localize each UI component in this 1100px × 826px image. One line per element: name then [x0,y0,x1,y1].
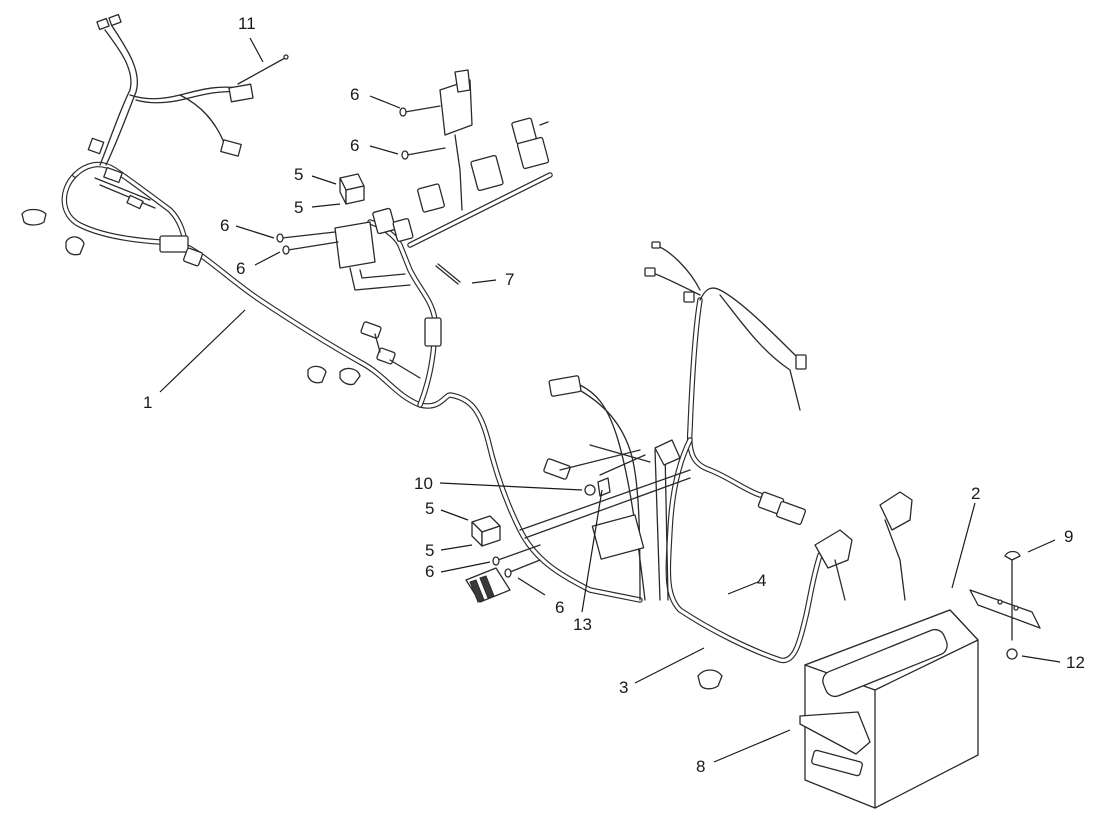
callout-6: 6 [236,259,246,278]
callout-5: 5 [425,541,435,560]
callout-6: 6 [350,85,360,104]
callout-8: 8 [696,757,706,776]
callout-9: 9 [1064,527,1074,546]
callout-5: 5 [294,198,304,217]
pin-part-11 [237,54,289,85]
relays-upper [339,173,365,205]
callout-13: 13 [573,615,592,634]
upper-left-wires [87,13,254,210]
callout-1: 1 [143,393,153,412]
hold-down-bracket [969,550,1041,660]
callout-5: 5 [425,499,435,518]
callout-7: 7 [505,270,515,289]
main-wire-harness [61,161,643,603]
relays-lower [465,515,541,603]
callout-11: 11 [238,14,256,33]
callout-10: 10 [414,474,433,493]
hardware-10-13 [584,477,611,497]
harness-connectors [159,235,442,379]
callout-6: 6 [350,136,360,155]
loose-clips [21,208,723,690]
center-relay-panel [334,69,550,291]
rear-wire-harness [644,241,823,663]
pin-part-7 [435,263,461,285]
callout-4: 4 [757,571,767,590]
callout-12: 12 [1066,653,1085,672]
callout-5: 5 [294,165,304,184]
callout-6: 6 [220,216,230,235]
callout-6: 6 [425,562,435,581]
battery [799,491,979,809]
frame-bracket [519,375,691,601]
callout-2: 2 [971,484,981,503]
callout-3: 3 [619,678,629,697]
callout-6: 6 [555,598,565,617]
screws-upper [276,105,446,255]
leader-lines [159,37,1061,763]
